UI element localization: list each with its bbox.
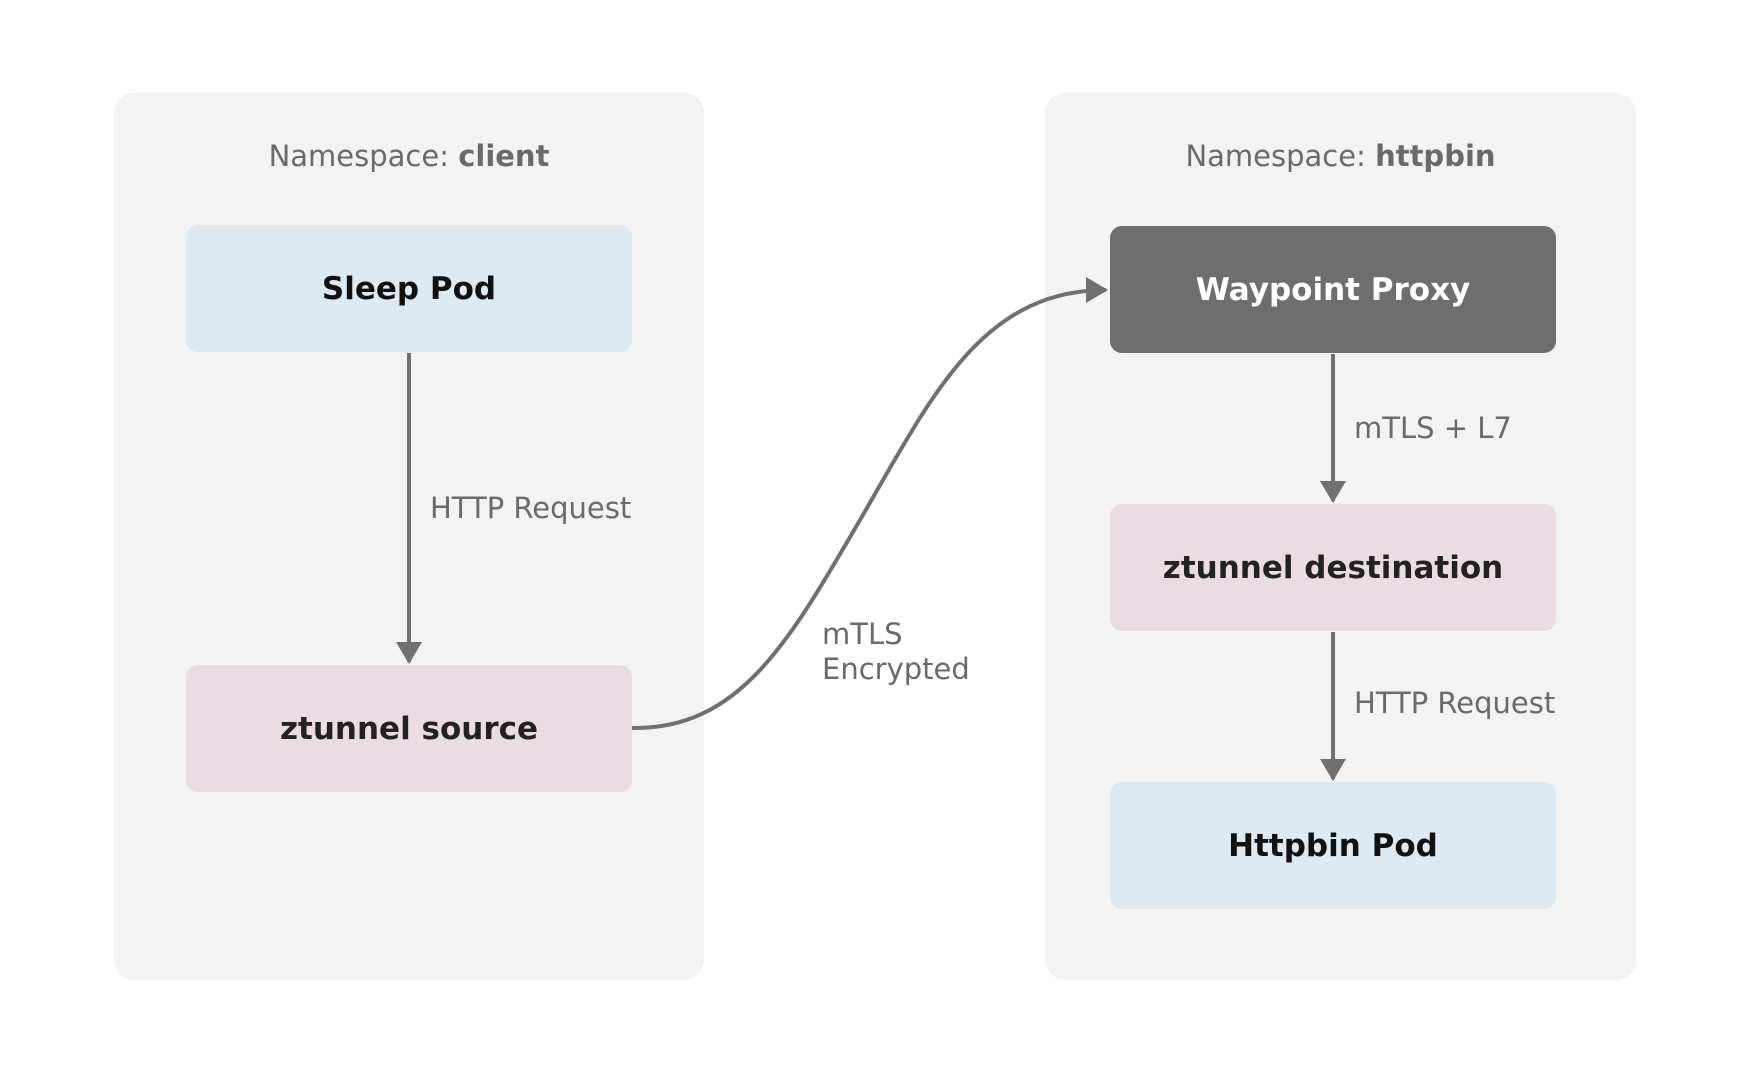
ztunnel-destination-label: ztunnel destination	[1162, 549, 1504, 586]
namespace-client-title: Namespace: client	[114, 139, 704, 173]
edge-source-to-waypoint	[631, 277, 1108, 731]
waypoint-proxy-node: Waypoint Proxy	[1110, 226, 1556, 353]
edge-label-http-request-httpbin: HTTP Request	[1354, 686, 1556, 720]
ztunnel-source-label: ztunnel source	[279, 710, 539, 747]
namespace-httpbin-name: httpbin	[1375, 139, 1496, 173]
sleep-pod-label: Sleep Pod	[321, 270, 497, 307]
namespace-httpbin-title: Namespace: httpbin	[1045, 139, 1636, 173]
edge-label-mtls-encrypted: mTLS Encrypted	[822, 617, 970, 687]
edge-label-mtls-line: mTLS	[822, 617, 903, 651]
sleep-pod-node: Sleep Pod	[186, 225, 632, 352]
ztunnel-destination-node: ztunnel destination	[1110, 504, 1556, 631]
httpbin-pod-label: Httpbin Pod	[1228, 827, 1438, 864]
edge-label-http-request-client: HTTP Request	[430, 491, 632, 525]
ztunnel-source-node: ztunnel source	[186, 665, 632, 792]
waypoint-proxy-label: Waypoint Proxy	[1195, 271, 1471, 308]
namespace-client-prefix: Namespace:	[268, 139, 459, 173]
edge-label-mtls-l7: mTLS + L7	[1354, 411, 1512, 445]
namespace-client-name: client	[458, 139, 550, 173]
httpbin-pod-node: Httpbin Pod	[1110, 782, 1556, 909]
edge-label-encrypted-line: Encrypted	[822, 652, 970, 686]
namespace-httpbin-prefix: Namespace:	[1185, 139, 1376, 173]
